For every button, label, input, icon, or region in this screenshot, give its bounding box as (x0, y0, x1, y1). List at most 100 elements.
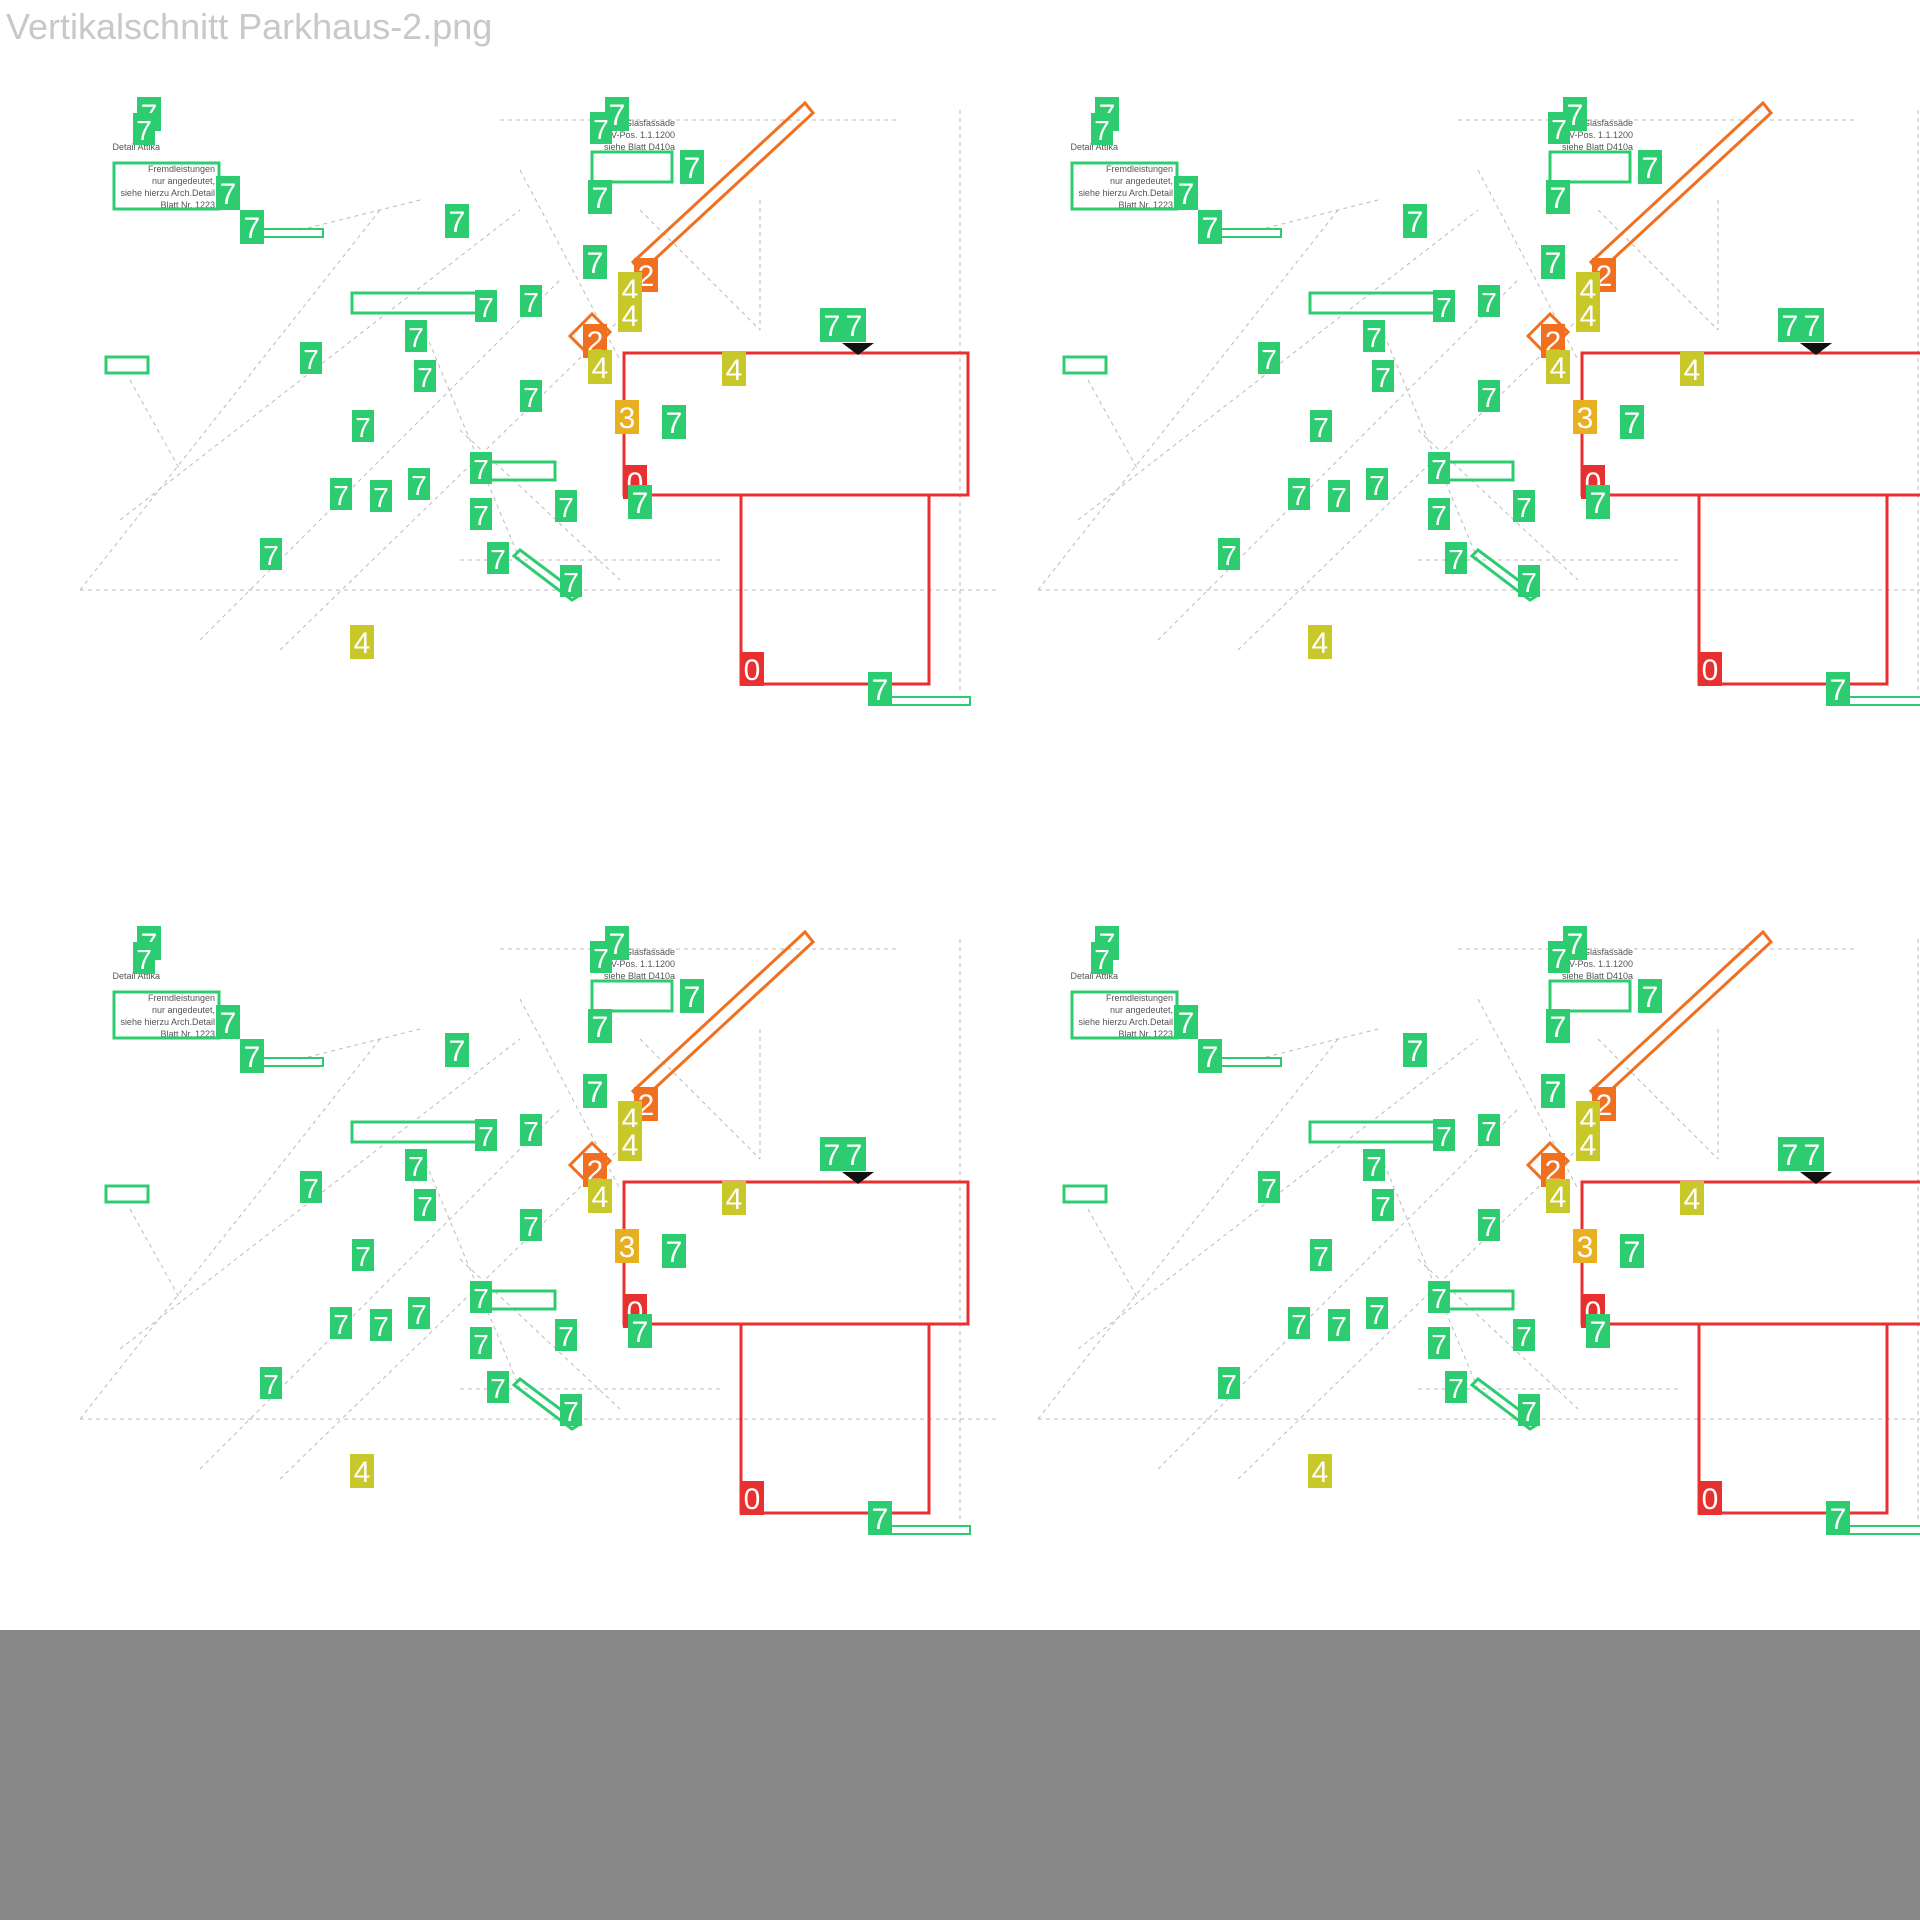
annotation-number: 3 (1577, 1231, 1594, 1264)
annotation-badge (1518, 565, 1540, 597)
note-line: Fremdleistungen (1106, 164, 1173, 174)
annotation-number: 7 (824, 1139, 841, 1172)
annotation-number: 7 (490, 1373, 506, 1404)
note-line: Fremdleistungen (1106, 993, 1173, 1003)
annotation-number: 7 (1431, 454, 1447, 485)
annotation-badge (1308, 1454, 1332, 1488)
annotation-number: 7 (1481, 1116, 1497, 1147)
column-outline (1697, 1322, 1889, 1515)
note-line: nur angedeutet, (1110, 1005, 1173, 1015)
annotation-badge (470, 452, 492, 484)
note-frame (350, 1120, 479, 1144)
annotation-number: 7 (263, 540, 279, 571)
annotation-badge (260, 538, 282, 570)
annotation-badge (820, 1137, 844, 1171)
annotation-number: 0 (744, 654, 761, 687)
note-line: siehe Blatt D410a (1562, 142, 1633, 152)
note-line: Fremdleistungen (148, 993, 215, 1003)
annotation-number: 4 (354, 627, 371, 660)
annotation-number: 7 (1366, 322, 1382, 353)
annotation-badge (475, 290, 497, 322)
annotation-number: 7 (473, 1329, 489, 1360)
annotation-badge (1218, 1367, 1240, 1399)
annotation-number: 7 (373, 482, 389, 513)
annotation-badge (590, 112, 612, 144)
note-detail-attika: Detail Attika (1070, 971, 1118, 981)
construction-line (1087, 379, 1139, 471)
annotation-badge (216, 176, 240, 210)
note-frame (1062, 1184, 1108, 1204)
note-frame (104, 1184, 150, 1204)
annotation-badge (740, 1481, 764, 1515)
annotation-number: 7 (592, 1011, 609, 1044)
annotation-badge (1586, 485, 1610, 519)
annotation-badge (588, 180, 612, 214)
annotation-number: 7 (593, 114, 609, 145)
annotation-number: 7 (1830, 674, 1847, 707)
annotation-badge (722, 1181, 746, 1215)
annotation-badge (445, 204, 469, 238)
construction-line (199, 1108, 561, 1470)
annotation-badge (520, 285, 542, 317)
annotation-number: 7 (1590, 487, 1607, 520)
annotation-number: 7 (563, 1396, 579, 1427)
note-line: Blatt Nr. 1223 (1118, 1029, 1173, 1039)
annotation-badge (300, 1171, 322, 1203)
annotation-number: 4 (622, 1129, 639, 1162)
annotation-badge (1091, 113, 1113, 145)
annotation-number: 7 (1567, 928, 1584, 961)
note-frame (488, 460, 557, 482)
file-title: Vertikalschnitt Parkhaus-2.png (6, 6, 493, 47)
annotation-number: 7 (1331, 1311, 1347, 1342)
annotation-number: 7 (1481, 1211, 1497, 1242)
annotation-number: 7 (1431, 500, 1447, 531)
annotation-number: 7 (1516, 492, 1532, 523)
construction-line (79, 209, 381, 591)
annotation-number: 7 (523, 1211, 539, 1242)
construction-line (1237, 1128, 1599, 1480)
note-detail-attika: Detail Attika (112, 971, 160, 981)
construction-line (299, 1028, 421, 1060)
annotation-number: 7 (1366, 1151, 1382, 1182)
annotation-badge (722, 352, 746, 386)
annotation-badge (1548, 112, 1570, 144)
annotation-number: 7 (1313, 412, 1329, 443)
annotation-number: 4 (1684, 354, 1701, 387)
annotation-number: 7 (1516, 1321, 1532, 1352)
annotation-badge (352, 1239, 374, 1271)
annotation-badge (1310, 410, 1332, 442)
annotation-badge (740, 652, 764, 686)
construction-line (419, 1148, 521, 1390)
annotation-badge (1800, 308, 1824, 342)
annotation-badge (1428, 452, 1450, 484)
annotation-badge (520, 1114, 542, 1146)
annotation-badge (470, 1327, 492, 1359)
annotation-badge (408, 468, 430, 500)
annotation-badge (1218, 538, 1240, 570)
annotation-badge (1576, 298, 1600, 332)
annotation-number: 4 (1312, 1456, 1329, 1489)
annotation-badge (588, 1009, 612, 1043)
annotation-number: 4 (1312, 627, 1329, 660)
note-line: Detail Glasfassade (599, 947, 675, 957)
annotation-number: 7 (523, 1116, 539, 1147)
note-line: nur angedeutet, (1110, 176, 1173, 186)
annotation-badge (1428, 498, 1450, 530)
annotation-badge (1403, 1033, 1427, 1067)
annotation-badge (445, 1033, 469, 1067)
annotation-badge (680, 150, 704, 184)
annotation-number: 7 (303, 344, 319, 375)
annotation-badge (583, 1074, 607, 1108)
note-line: Detail Glasfassade (599, 118, 675, 128)
annotation-badge (1445, 542, 1467, 574)
note-line: siehe hierzu Arch.Detail (120, 188, 215, 198)
annotation-number: 7 (666, 407, 683, 440)
diagonal-beam-outline (1588, 929, 1774, 1104)
annotation-number: 0 (1702, 654, 1719, 687)
construction-line (129, 379, 181, 471)
annotation-number: 7 (609, 99, 626, 132)
annotation-number: 4 (592, 1181, 609, 1214)
annotation-number: 7 (1261, 1173, 1277, 1204)
annotation-number: 7 (523, 287, 539, 318)
construction-line (129, 1208, 181, 1300)
